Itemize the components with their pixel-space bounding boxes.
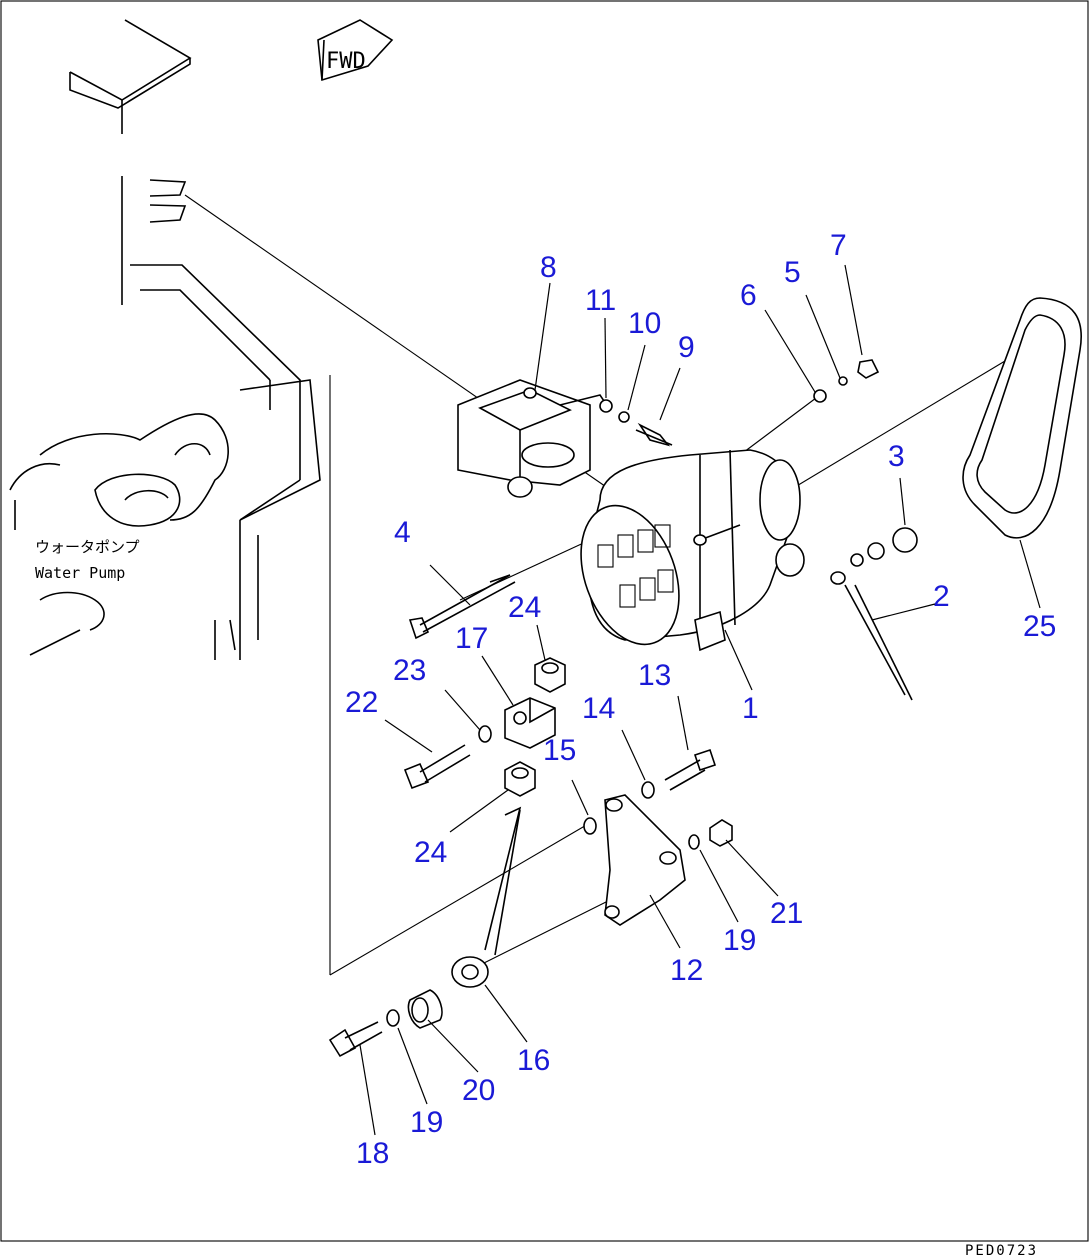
- frame-fragment: [69, 19, 192, 134]
- callout-2: 2: [933, 580, 950, 613]
- water-pump: ウォータポンプ Water Pump: [9, 413, 229, 656]
- callout-6: 6: [740, 279, 757, 312]
- callout-25: 25: [1023, 610, 1056, 643]
- adjuster-fasteners: [830, 527, 918, 701]
- callout-19-right: 19: [723, 924, 756, 957]
- water-pump-label-jp: ウォータポンプ: [35, 538, 140, 556]
- mounting-bracket: [457, 379, 611, 498]
- adjusting-rod: [451, 806, 522, 988]
- fwd-label: FWD: [326, 49, 366, 74]
- callout-10: 10: [628, 307, 661, 340]
- callout-11: 11: [585, 284, 616, 317]
- engine-bracket: [121, 176, 321, 660]
- fwd-arrow: FWD: [317, 19, 394, 82]
- callout-1: 1: [742, 692, 759, 725]
- callout-24-upper: 24: [508, 591, 541, 624]
- callout-24-lower: 24: [414, 836, 447, 869]
- bolt-22: [403, 725, 492, 790]
- callout-22: 22: [345, 686, 378, 719]
- alternator: [580, 449, 805, 652]
- callout-23: 23: [393, 654, 426, 687]
- callout-19-lower: 19: [410, 1106, 443, 1139]
- callout-16: 16: [517, 1044, 550, 1077]
- callout-20: 20: [462, 1074, 495, 1107]
- v-belt: [962, 297, 1082, 539]
- callout-4: 4: [394, 516, 411, 549]
- adjusting-block: [504, 657, 566, 797]
- mounting-plate: [604, 794, 686, 926]
- callout-12: 12: [670, 954, 703, 987]
- callout-9: 9: [678, 331, 695, 364]
- callout-5: 5: [784, 256, 801, 289]
- water-pump-label-en: Water Pump: [35, 564, 125, 582]
- figure-code: PED0723: [965, 1243, 1038, 1259]
- lower-fasteners: [328, 989, 443, 1058]
- callout-14: 14: [582, 692, 615, 725]
- callout-7: 7: [830, 229, 847, 262]
- callout-3: 3: [888, 440, 905, 473]
- callout-leaders: [359, 264, 1041, 1136]
- bracket-fasteners: [599, 359, 880, 447]
- callout-18: 18: [356, 1137, 389, 1170]
- plate-fasteners: [583, 748, 733, 850]
- callout-labels: 1 2 3 4 5 6 7 8 9 10 11 12 13 14 15 16 1…: [345, 229, 1056, 1170]
- callout-13: 13: [638, 659, 671, 692]
- long-bolt: [408, 574, 516, 640]
- callout-21: 21: [770, 897, 803, 930]
- callout-15: 15: [543, 734, 576, 767]
- callout-8: 8: [540, 251, 557, 284]
- callout-17: 17: [455, 622, 488, 655]
